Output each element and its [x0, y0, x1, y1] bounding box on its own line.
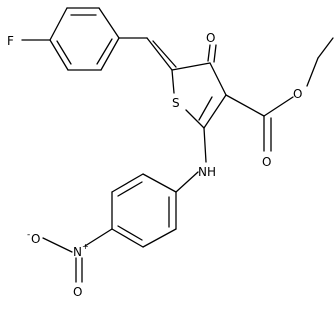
ester-ether-oxygen-label: O — [293, 87, 302, 101]
thiophene-ring — [171, 62, 227, 129]
amine-label: NH — [198, 165, 216, 179]
nitro-oxygen-top-label: O — [31, 232, 40, 246]
sulfur-label: S — [172, 96, 180, 110]
nitro-plus-charge: + — [82, 242, 89, 251]
nitro-oxygen-bottom-label: O — [73, 285, 82, 299]
nitro-nitrogen-label: N — [73, 245, 82, 259]
nitro-minus-charge: - — [27, 230, 30, 240]
exocyclic-double-bond — [146, 37, 173, 71]
fluorine-label: F — [7, 34, 14, 48]
ester-carbonyl-oxygen-label: O — [262, 155, 271, 169]
nitrophenyl-ring — [111, 173, 177, 248]
ketone-oxygen-label: O — [206, 31, 215, 45]
fluorophenyl-ring — [49, 7, 120, 71]
